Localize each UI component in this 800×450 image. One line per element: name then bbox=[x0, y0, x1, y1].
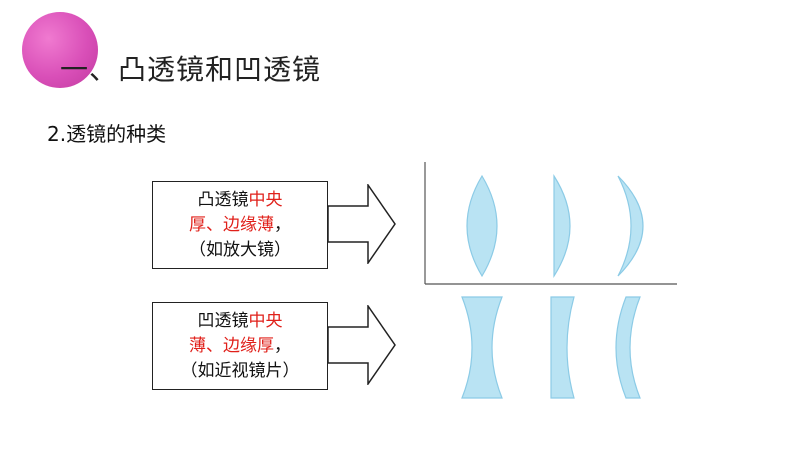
concave-line-2: 薄、边缘厚， bbox=[189, 334, 291, 359]
section-subtitle: 2.透镜的种类 bbox=[47, 122, 167, 146]
convex-arrow-icon bbox=[328, 184, 396, 264]
concave-line-1: 凹透镜中央 bbox=[198, 309, 283, 334]
concave-comma: ， bbox=[274, 335, 291, 356]
convex-example: （如放大镜） bbox=[189, 239, 291, 260]
concave-feature-center: 中央 bbox=[248, 310, 283, 331]
convex-feature-center: 中央 bbox=[248, 189, 283, 210]
convex-line-1: 凸透镜中央 bbox=[198, 188, 283, 213]
plano-convex-lens-icon bbox=[553, 173, 571, 279]
slide-title: 一、凸透镜和凹透镜 bbox=[60, 53, 322, 86]
convex-feature-edge: 厚、边缘薄 bbox=[189, 214, 274, 235]
convex-meniscus-lens-icon bbox=[617, 175, 644, 277]
convex-line-2: 厚、边缘薄， bbox=[189, 213, 291, 238]
concave-lens-name: 凹透镜 bbox=[197, 310, 249, 331]
plano-concave-lens-icon bbox=[550, 296, 575, 399]
lens-diagram bbox=[424, 162, 677, 399]
biconvex-lens-icon bbox=[466, 174, 498, 278]
biconcave-lens-icon bbox=[461, 296, 503, 399]
concave-feature-edge: 薄、边缘厚 bbox=[189, 335, 274, 356]
convex-comma: ， bbox=[274, 214, 291, 235]
convex-lens-description: 凸透镜中央 厚、边缘薄， （如放大镜） bbox=[152, 181, 328, 269]
convex-lens-name: 凸透镜 bbox=[197, 189, 249, 210]
concave-meniscus-lens-icon bbox=[615, 296, 641, 399]
concave-arrow-icon bbox=[328, 305, 396, 385]
concave-lens-description: 凹透镜中央 薄、边缘厚， （如近视镜片） bbox=[152, 302, 328, 390]
decorative-circle bbox=[22, 12, 98, 88]
concave-example: （如近视镜片） bbox=[180, 360, 300, 381]
